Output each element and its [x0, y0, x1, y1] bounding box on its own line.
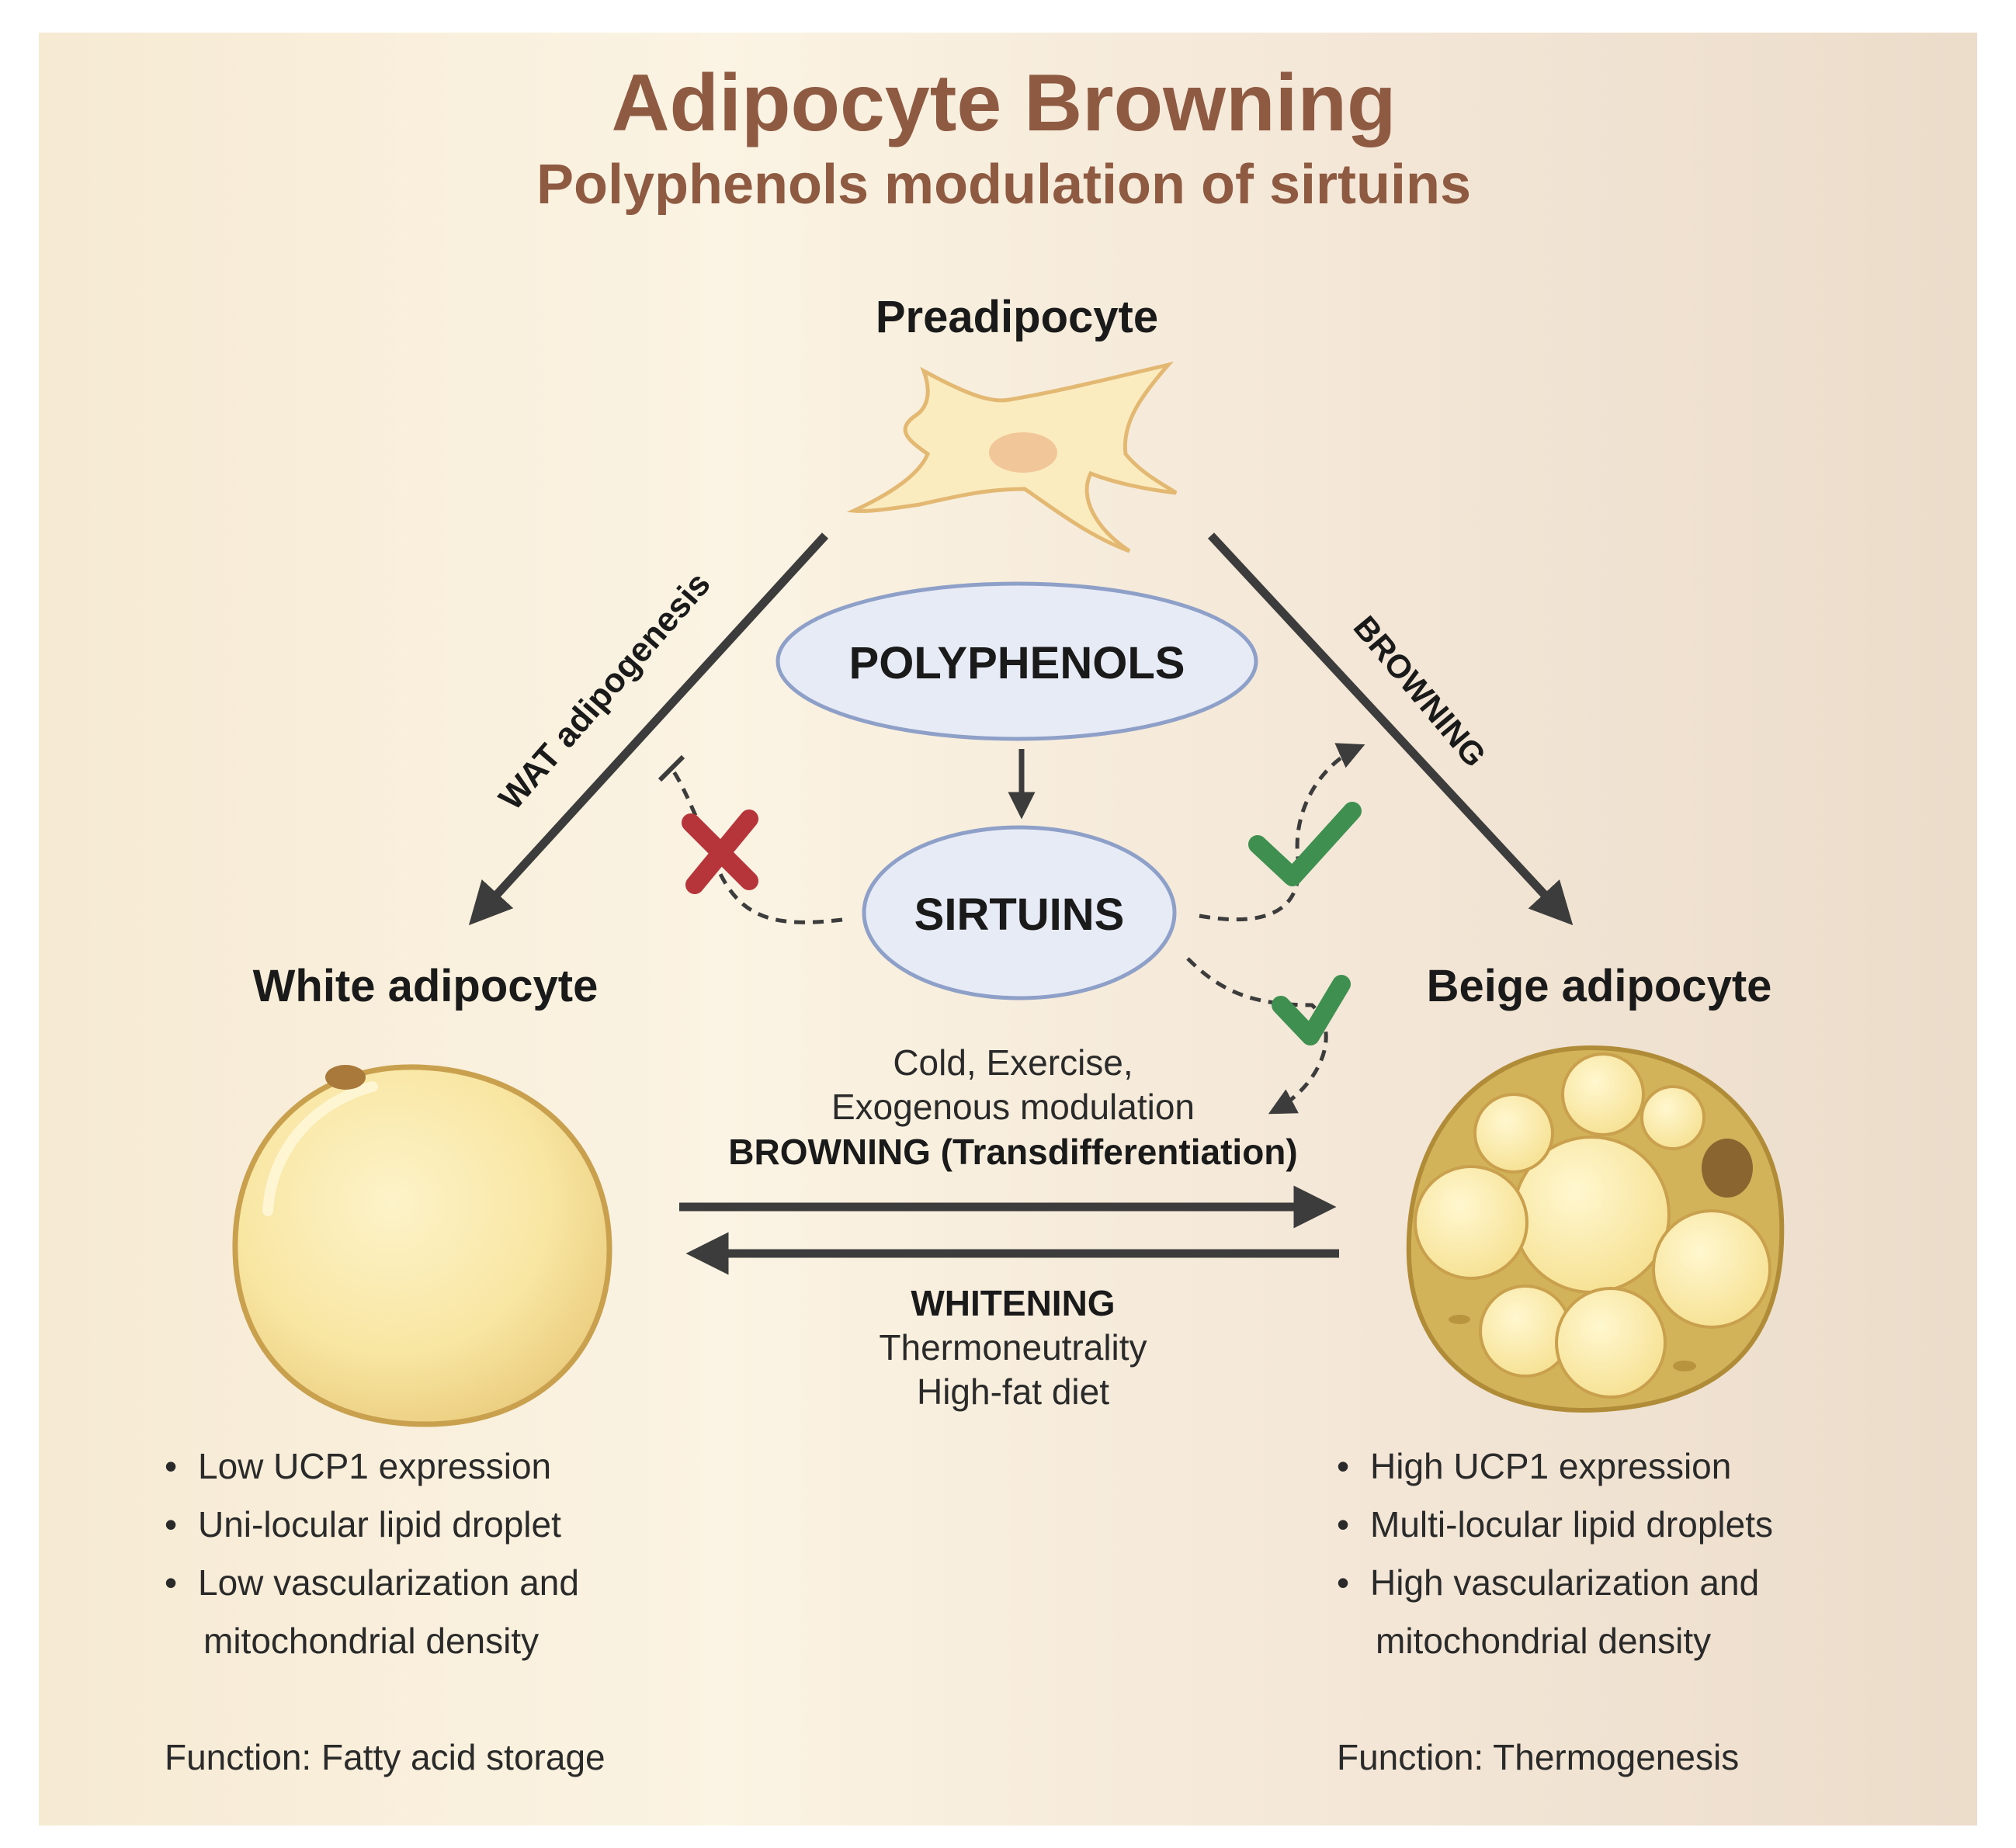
- check-icon: [1248, 802, 1362, 886]
- preadipocyte-cell-icon: [846, 361, 1178, 553]
- sirtuins-inhibit-wat-path: [669, 767, 843, 924]
- polyphenols-node: [776, 581, 1258, 741]
- beige-adipocyte-label: Beige adipocyte: [1427, 961, 1772, 1011]
- wat-adipogenesis-arrow: [468, 532, 829, 926]
- sirtuins-activate-transdifferentiation-path: [1186, 957, 1328, 1115]
- svg-text:•: •: [165, 1446, 177, 1486]
- white-property-1: Low UCP1 expression: [198, 1446, 551, 1486]
- svg-text:•: •: [1337, 1562, 1349, 1603]
- beige-property-3: High vascularization and: [1370, 1562, 1759, 1603]
- white-property-2: Uni-locular lipid droplet: [198, 1504, 561, 1545]
- beige-property-1: High UCP1 expression: [1370, 1446, 1731, 1486]
- svg-text:•: •: [1337, 1504, 1349, 1545]
- sirtuins-label: SIRTUINS: [914, 889, 1125, 940]
- white-adipocyte-icon: [232, 1064, 612, 1427]
- svg-text:•: •: [165, 1562, 177, 1603]
- white-adipocyte-label: White adipocyte: [253, 961, 599, 1011]
- browning-transdifferentiation-label: BROWNING (Transdifferentiation): [728, 1132, 1297, 1172]
- svg-text:•: •: [165, 1504, 177, 1545]
- beige-property-3-cont: mitochondrial density: [1376, 1621, 1711, 1661]
- browning-condition-line-2: Exogenous modulation: [831, 1087, 1195, 1127]
- white-adipocyte-properties: • Low UCP1 expression • Uni-locular lipi…: [165, 1446, 579, 1661]
- white-adipocyte-function: Function: Fatty acid storage: [165, 1737, 605, 1777]
- beige-adipocyte-properties: • High UCP1 expression • Multi-locular l…: [1337, 1446, 1773, 1661]
- diagram-subtitle: Polyphenols modulation of sirtuins: [536, 154, 1471, 216]
- diagram-title: Adipocyte Browning: [611, 58, 1396, 148]
- beige-adipocyte-icon: [1406, 1045, 1785, 1413]
- svg-text:•: •: [1337, 1446, 1349, 1486]
- preadipocyte-label: Preadipocyte: [876, 292, 1158, 342]
- white-property-3-cont: mitochondrial density: [203, 1621, 539, 1661]
- browning-pathway-arrow: [1207, 532, 1574, 926]
- whitening-label: WHITENING: [911, 1283, 1115, 1323]
- white-property-3: Low vascularization and: [198, 1562, 579, 1603]
- beige-adipocyte-function: Function: Thermogenesis: [1337, 1737, 1739, 1777]
- browning-condition-line-1: Cold, Exercise,: [893, 1042, 1133, 1083]
- whitening-condition-line-2: High-fat diet: [917, 1371, 1109, 1412]
- polyphenols-label: POLYPHENOLS: [849, 638, 1185, 688]
- beige-property-2: Multi-locular lipid droplets: [1370, 1504, 1773, 1545]
- inhibit-bar: [658, 754, 685, 782]
- whitening-condition-line-1: Thermoneutrality: [879, 1327, 1147, 1368]
- sirtuins-node: [862, 825, 1177, 1000]
- check-icon: [1272, 975, 1351, 1045]
- x-icon: [682, 810, 758, 894]
